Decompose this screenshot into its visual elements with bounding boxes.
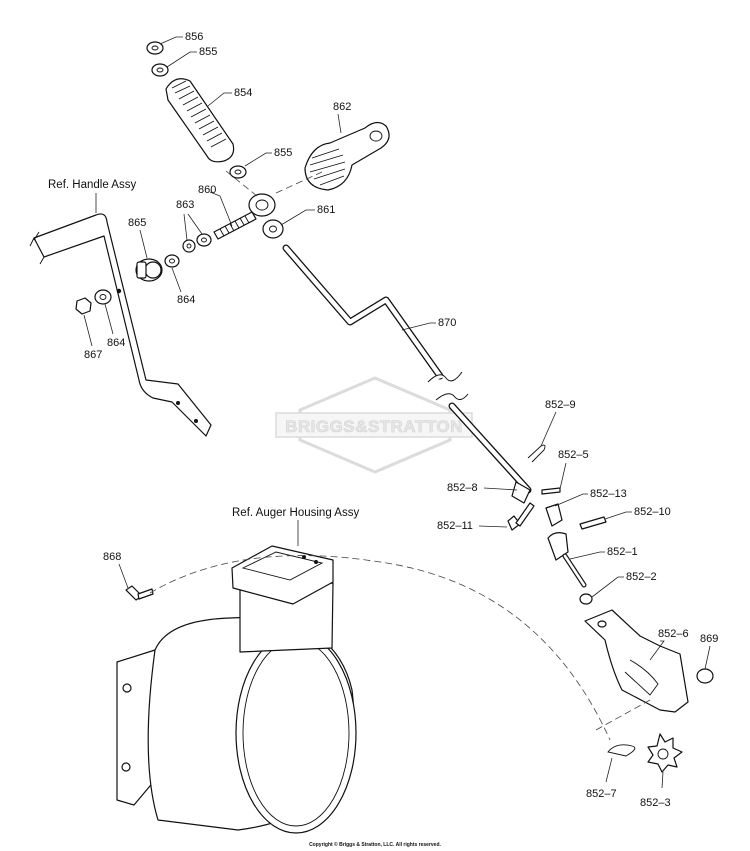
part-label: 852–3: [640, 797, 671, 809]
control-rod-drawing: [282, 244, 532, 494]
label-860: 860: [198, 184, 233, 227]
label-852-9: 852–9: [540, 399, 576, 447]
label-852-5: 852–5: [558, 449, 589, 490]
label-852-3: 852–3: [640, 771, 671, 809]
part-label: 867: [84, 349, 102, 361]
ref-handle-text: Ref. Handle Assy: [48, 179, 136, 191]
ref-auger-label: Ref. Auger Housing Assy: [232, 507, 359, 546]
auger-housing-drawing: [116, 545, 357, 834]
label-863: 863: [176, 199, 203, 241]
label-855-top: 855: [166, 46, 217, 68]
part-label: 870: [438, 317, 456, 329]
part-label: 868: [103, 551, 121, 563]
label-865: 865: [128, 217, 148, 259]
rod-nut-drawing: [262, 219, 284, 239]
label-852-7: 852–7: [586, 757, 617, 800]
pivot-bracket-drawing: [135, 258, 163, 282]
label-852-10: 852–10: [604, 506, 671, 520]
label-852-11: 852–11: [437, 520, 508, 532]
part-label: 869: [700, 633, 718, 645]
ref-auger-text: Ref. Auger Housing Assy: [232, 507, 359, 519]
part-label: 852–7: [586, 788, 617, 800]
bolt-drawing: [125, 585, 154, 601]
label-854: 854: [207, 87, 252, 107]
handle-assembly-drawing: [29, 213, 212, 437]
part-label: 852–11: [437, 520, 473, 532]
label-864-left: 864: [104, 303, 125, 349]
housing-alignment-arc: [149, 555, 611, 741]
part-label: 861: [317, 204, 335, 216]
label-868: 868: [103, 551, 129, 589]
label-855-mid: 855: [244, 147, 292, 167]
part-label: 864: [107, 337, 125, 349]
washer-nut-drawings: [75, 233, 212, 315]
part-label: 852–8: [447, 482, 478, 494]
part-label: 855: [199, 46, 217, 58]
knob-drawing: [304, 121, 390, 191]
label-869: 869: [700, 633, 718, 670]
part-label: 854: [234, 87, 252, 99]
copyright-notice: Copyright © Briggs & Stratton, LLC. All …: [309, 841, 441, 848]
linkage-drawing: [507, 444, 714, 773]
part-label: 852–10: [634, 506, 671, 518]
part-label: 864: [177, 294, 195, 306]
part-label: 852–2: [626, 571, 657, 583]
part-label: 855: [274, 147, 292, 159]
label-870: 870: [401, 317, 456, 331]
part-label: 865: [128, 217, 146, 229]
part-label: 852–9: [545, 399, 576, 411]
part-label: 852–6: [658, 628, 689, 640]
part-label: 860: [198, 184, 216, 196]
watermark-text: BRIGGS&STRATTON: [285, 417, 463, 436]
label-856-top: 856: [159, 31, 203, 45]
grip-drawing: [146, 41, 247, 179]
part-label: 856: [185, 31, 203, 43]
ref-handle-label: Ref. Handle Assy: [48, 179, 136, 213]
label-852-13: 852–13: [554, 488, 627, 507]
watermark-logo: BRIGGS&STRATTON: [275, 376, 473, 474]
label-852-1: 852–1: [569, 546, 638, 560]
eye-bolt-drawing: [213, 193, 276, 240]
label-864-right: 864: [171, 267, 195, 306]
label-867: 867: [83, 314, 102, 361]
label-852-8: 852–8: [447, 482, 518, 494]
label-862: 862: [333, 101, 351, 134]
label-861: 861: [280, 204, 335, 226]
part-label: 863: [176, 199, 194, 211]
part-label: 852–1: [607, 546, 638, 558]
label-852-6: 852–6: [649, 628, 689, 661]
part-label: 852–5: [558, 449, 589, 461]
label-852-2: 852–2: [591, 571, 657, 598]
grip-alignment-line: [225, 170, 258, 197]
knob-alignment-line: [275, 171, 323, 194]
part-label: 852–13: [590, 488, 627, 500]
part-label: 862: [333, 101, 351, 113]
spring-alignment-line: [595, 699, 651, 731]
